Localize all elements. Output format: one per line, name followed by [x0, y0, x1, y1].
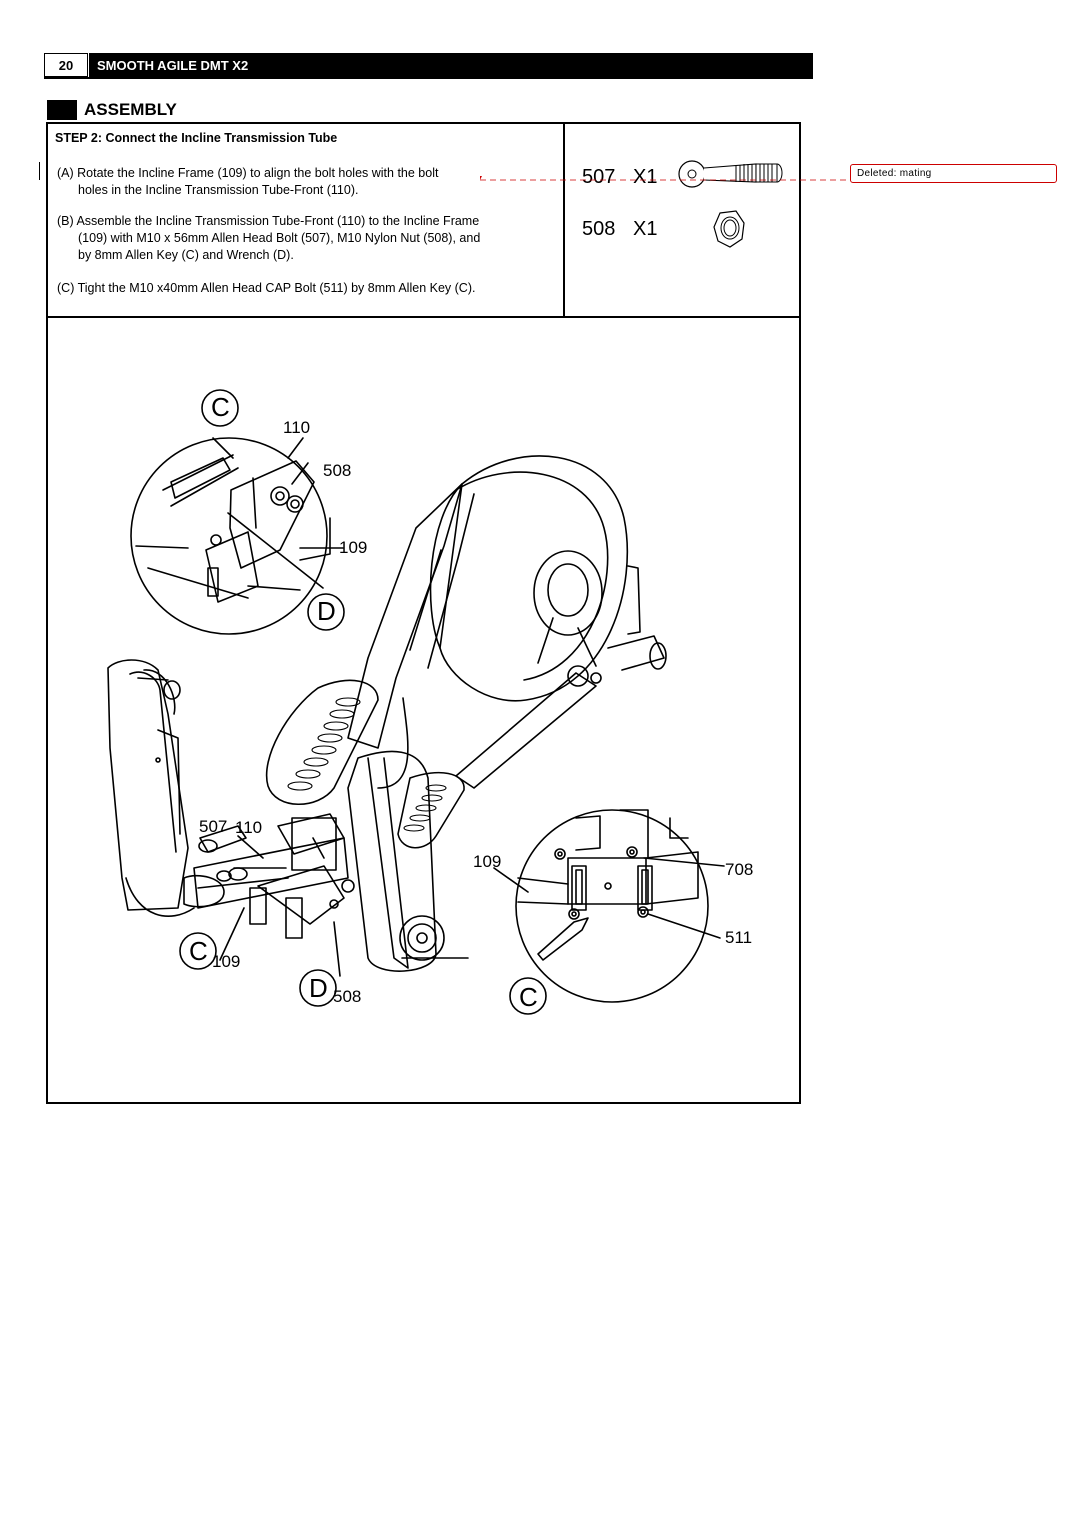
instruction-b-line3: by 8mm Allen Key (C) and Wrench (D).	[78, 248, 294, 262]
instruction-c-line1: (C) Tight the M10 x40mm Allen Head CAP B…	[57, 281, 476, 295]
callout-109-bottom: 109	[212, 952, 241, 971]
document-title: SMOOTH AGILE DMT X2	[89, 53, 813, 77]
callout-507: 507	[199, 817, 228, 836]
instruction-b-line2: (109) with M10 x 56mm Allen Head Bolt (5…	[78, 231, 481, 245]
step-title: STEP 2: Connect the Incline Transmission…	[55, 131, 337, 145]
instruction-c: (C) Tight the M10 x40mm Allen Head CAP B…	[57, 280, 557, 297]
assembly-diagram	[107, 389, 725, 1015]
part-507-quantity: X1	[633, 166, 658, 188]
callout-109-right: 109	[473, 852, 502, 871]
part-508-quantity: X1	[633, 218, 658, 240]
callout-c-top: C	[211, 392, 230, 422]
section-marker	[47, 100, 77, 120]
callout-708: 708	[725, 860, 754, 879]
callout-d-bottom: D	[309, 973, 328, 1003]
instruction-a: (A) Rotate the Incline Frame (109) to al…	[57, 165, 557, 199]
step-title-text: : Connect the Incline Transmission Tube	[97, 131, 338, 145]
callout-d-top: D	[317, 596, 336, 626]
callout-511: 511	[725, 928, 753, 947]
instruction-b-line1: (B) Assemble the Incline Transmission Tu…	[57, 214, 480, 228]
comment-leader-line	[480, 176, 850, 181]
header-rule	[44, 77, 813, 79]
callout-109-top: 109	[339, 538, 368, 557]
callout-c-bottom: C	[189, 936, 208, 966]
detail-circle-top	[130, 437, 328, 635]
callout-110-top: 110	[283, 418, 311, 437]
document-title-text: SMOOTH AGILE DMT X2	[97, 57, 249, 73]
callout-508-bottom: 508	[333, 987, 362, 1006]
bolt-icon	[678, 160, 783, 188]
step-prefix: STEP 2	[55, 131, 98, 145]
comment-balloon[interactable]: Deleted: mating	[850, 164, 1057, 183]
part-508-number: 508	[582, 218, 616, 240]
instruction-a-line1: (A) Rotate the Incline Frame (109) to al…	[57, 166, 439, 180]
callout-508-top: 508	[323, 461, 352, 480]
step-box	[46, 122, 801, 1104]
callout-c-right: C	[519, 982, 538, 1012]
part-507-number: 507	[582, 166, 616, 188]
instruction-b: (B) Assemble the Incline Transmission Tu…	[57, 213, 557, 264]
instruction-divider-horizontal	[46, 316, 801, 318]
instruction-divider-vertical	[563, 122, 565, 318]
instruction-a-line2: holes in the Incline Transmission Tube-F…	[78, 183, 359, 197]
page-number: 20	[44, 53, 88, 77]
section-title: ASSEMBLY	[84, 100, 177, 119]
nut-icon	[713, 210, 745, 248]
callout-110-bottom: 110	[235, 818, 263, 837]
change-bar	[39, 162, 40, 180]
detail-circle-right	[515, 809, 709, 1003]
